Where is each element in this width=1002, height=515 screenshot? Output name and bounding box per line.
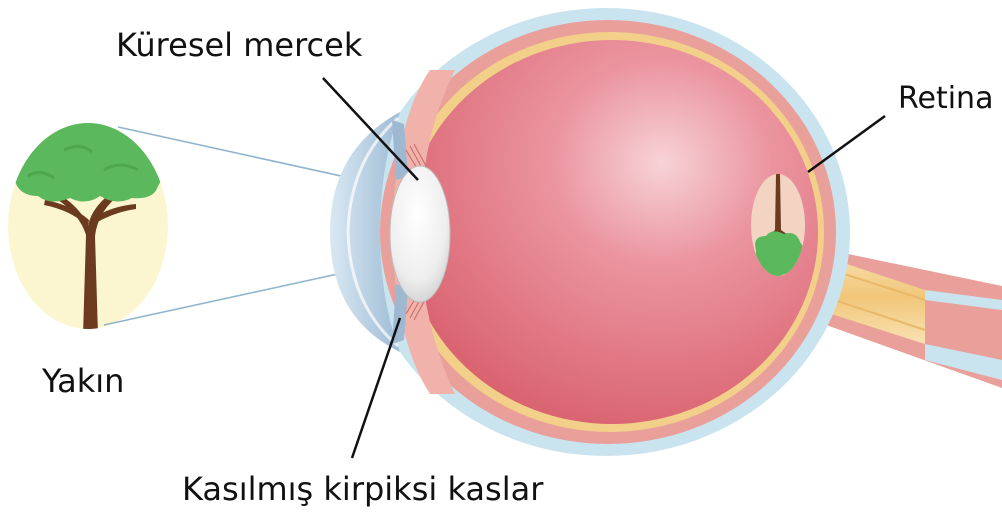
retina-label: Retina [898, 81, 993, 116]
ciliary-leader-line [352, 318, 400, 458]
near-label: Yakın [41, 362, 124, 400]
lens-label: Küresel mercek [116, 26, 363, 64]
ciliary-muscles-label: Kasılmış kirpiksi kaslar [182, 470, 544, 508]
near-object [8, 114, 168, 335]
spherical-lens [390, 166, 450, 302]
